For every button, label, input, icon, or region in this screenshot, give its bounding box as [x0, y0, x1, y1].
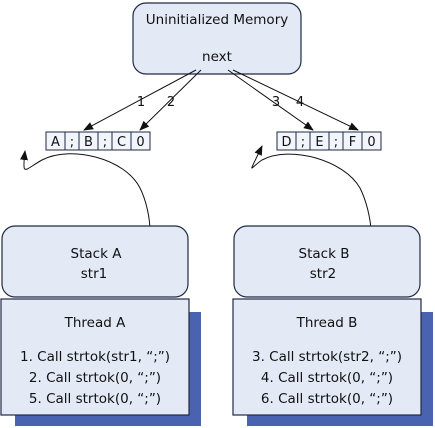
next-pointer-label: next	[202, 49, 232, 65]
stack-b-title: Stack B	[299, 246, 350, 262]
uninitialized-memory-box: Uninitialized Memory next	[132, 2, 302, 75]
arrow-2	[139, 69, 202, 131]
arrow-4	[232, 69, 359, 131]
string-a-cell-char-4: C	[117, 135, 126, 150]
arrow-label-4: 4	[296, 95, 304, 110]
thread-a-box: Thread A 1. Call strtok(str1, “;”) 2. Ca…	[0, 298, 201, 426]
arrow-3	[227, 69, 314, 131]
thread-a-call-2: 2. Call strtok(0, “;”)	[29, 370, 161, 386]
string-b-cell-5	[361, 131, 382, 151]
string-b-cell-char-1: ;	[301, 135, 305, 150]
arrow-1	[83, 69, 197, 131]
arrow-label-1: 1	[137, 95, 145, 110]
thread-a-title: Thread A	[64, 315, 126, 331]
stack-a-variable: str1	[81, 266, 107, 282]
string-a-cell-char-1: ;	[70, 135, 74, 150]
next-pointer-arrows: 1 2 3 4	[83, 69, 359, 131]
arrow-label-3: 3	[272, 95, 280, 110]
stack-b-variable: str2	[310, 266, 336, 282]
string-a-cell-char-2: B	[84, 135, 93, 150]
string-b-cell-char-5: 0	[367, 135, 375, 150]
string-a-cell-char-0: A	[51, 135, 60, 150]
thread-b-call-2: 4. Call strtok(0, “;”)	[261, 370, 393, 386]
stack-a-title: Stack A	[71, 246, 123, 262]
string-b-cell-char-0: D	[281, 135, 291, 150]
thread-b-call-1: 3. Call strtok(str2, “;”)	[252, 349, 402, 365]
string-b-cell-char-2: E	[315, 135, 323, 150]
thread-b-title: Thread B	[296, 315, 358, 331]
string-a-cell-char-5: 0	[136, 135, 144, 150]
string-b-cell-char-3: ;	[334, 135, 338, 150]
thread-b-call-3: 6. Call strtok(0, “;”)	[261, 391, 393, 407]
memory-title: Uninitialized Memory	[146, 12, 288, 28]
thread-b-box: Thread B 3. Call strtok(str2, “;”) 4. Ca…	[232, 298, 433, 426]
thread-a-call-3: 5. Call strtok(0, “;”)	[29, 391, 161, 407]
arrow-label-2: 2	[167, 95, 175, 110]
stack-b-box: Stack B str2	[233, 225, 421, 298]
stack-a-box: Stack A str1	[1, 225, 189, 298]
string-a-cell-char-3: ;	[103, 135, 107, 150]
string-a-cell-5	[130, 131, 151, 151]
string-b-cell-char-4: F	[349, 135, 356, 150]
thread-a-call-1: 1. Call strtok(str1, “;”)	[20, 349, 170, 365]
